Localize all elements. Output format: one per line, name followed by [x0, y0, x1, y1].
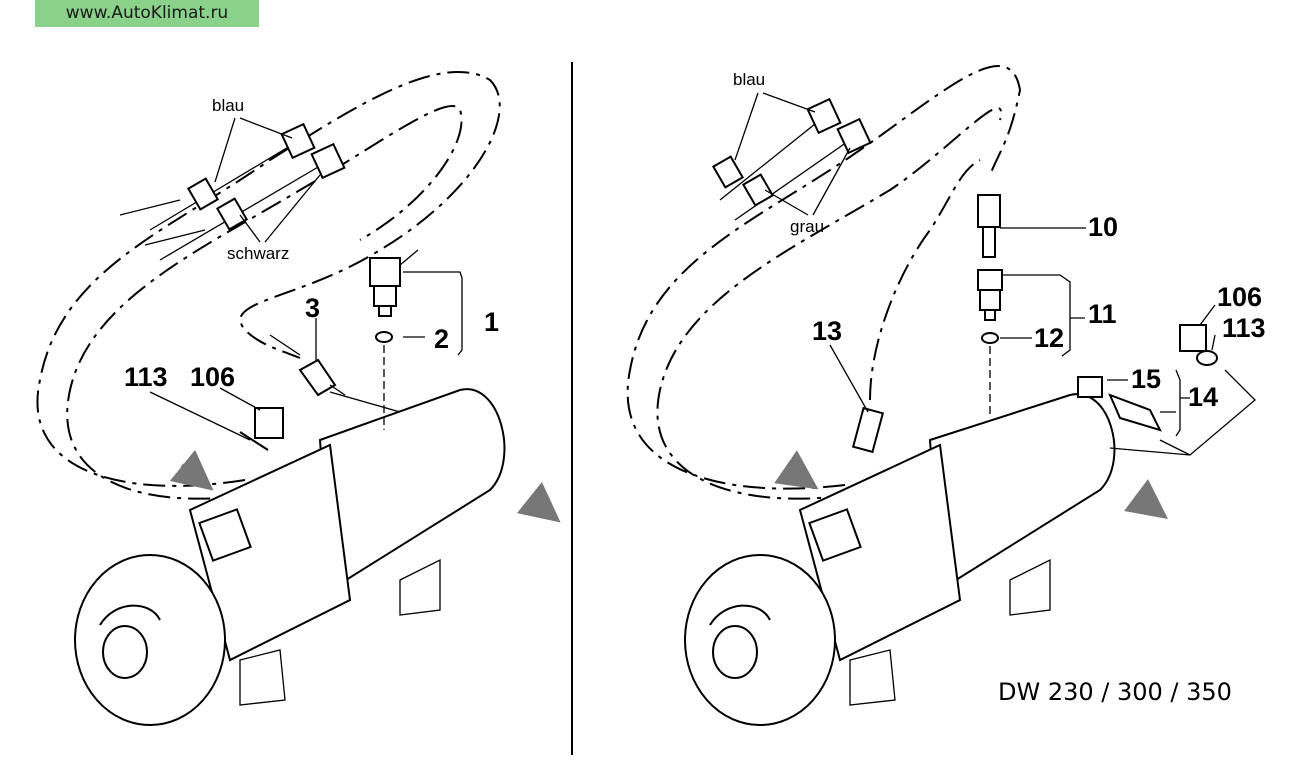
right-panel: blau grau: [626, 65, 1266, 726]
left-blue-wire-label: blau: [212, 96, 244, 115]
callout-3: 3: [305, 293, 320, 323]
callout-15: 15: [1131, 364, 1161, 394]
right-flow-out-arrow: [1124, 479, 1168, 519]
left-part-113-washer: [239, 431, 269, 451]
right-grey-wire-label: grau: [790, 217, 824, 236]
right-heater-unit: [684, 393, 1116, 726]
callout-1: 1: [484, 307, 499, 337]
left-heater-unit: [74, 388, 506, 726]
right-part-106-plug: [1179, 324, 1207, 352]
left-panel: blau schwarz: [36, 70, 561, 726]
left-black-wire-label: schwarz: [227, 244, 289, 263]
right-part-13-sensor: [851, 406, 885, 454]
left-wiring-harness: [36, 70, 501, 500]
right-part-10-sensor: [977, 194, 1001, 258]
right-part-14-valve: [1108, 393, 1162, 432]
callout-13: 13: [812, 316, 842, 346]
right-part-15-cap: [1077, 376, 1103, 398]
callout-113-left: 113: [124, 362, 168, 392]
left-flow-out-arrow: [516, 481, 561, 523]
callout-14: 14: [1188, 382, 1218, 412]
model-label: DW 230 / 300 / 350: [998, 678, 1232, 706]
right-wiring-harness: [626, 65, 1022, 500]
callout-106-right: 106: [1217, 282, 1262, 312]
left-part-3-sensor: [269, 334, 346, 397]
callout-12: 12: [1034, 323, 1064, 353]
callout-11: 11: [1088, 299, 1117, 329]
left-part-106-plug: [254, 407, 284, 439]
callout-2: 2: [434, 324, 449, 354]
left-part-2-oring: [375, 331, 393, 343]
left-blue-connector: [186, 122, 346, 231]
right-part-11-fitting: [977, 269, 1003, 321]
callout-113-right: 113: [1222, 313, 1266, 343]
right-connectors: [711, 97, 872, 207]
left-part-1-sensor: [369, 249, 419, 317]
callout-10: 10: [1088, 212, 1118, 242]
right-flow-in-arrow: [774, 450, 819, 490]
right-part-12-oring: [981, 332, 999, 344]
left-flow-in-arrow: [169, 449, 214, 491]
watermark-label: www.AutoKlimat.ru: [35, 0, 259, 27]
right-part-113-washer: [1196, 350, 1218, 366]
callout-106-left: 106: [190, 362, 235, 392]
right-blue-wire-label: blau: [733, 70, 765, 89]
